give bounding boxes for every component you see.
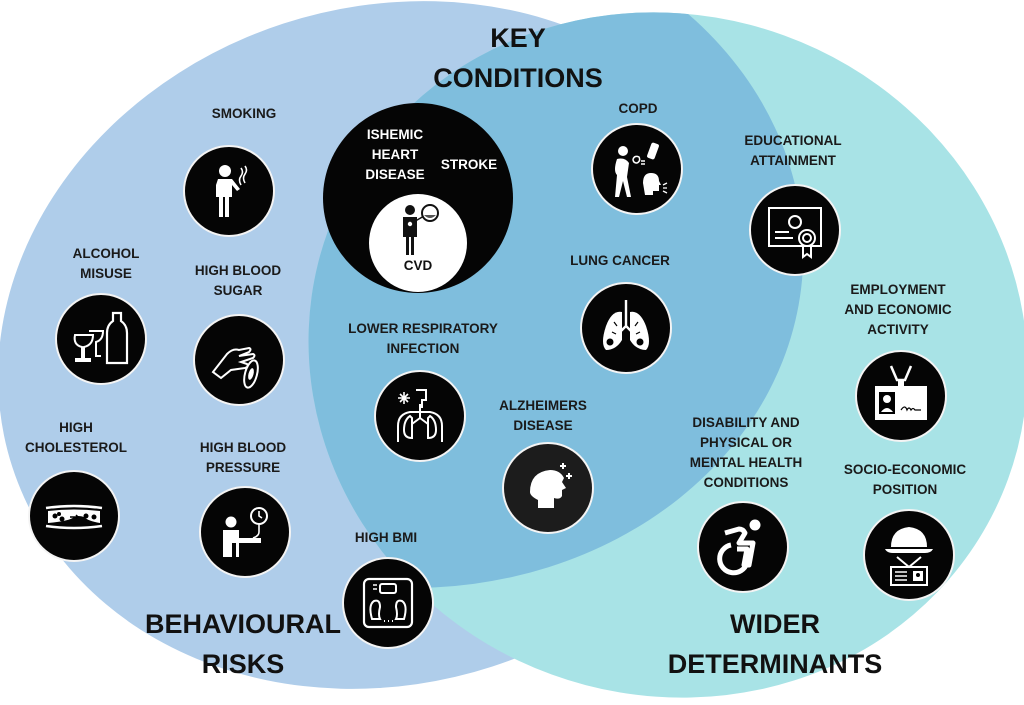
high-bmi-item [342, 557, 434, 649]
disability-label: DISABILITY AND PHYSICAL OR MENTAL HEALTH… [690, 413, 803, 493]
heading-line: BEHAVIOURAL [144, 609, 342, 639]
blood-pressure-icon [223, 507, 268, 557]
label-line: ATTAINMENT [750, 153, 836, 168]
brain-head-icon [530, 463, 572, 508]
lower-respiratory-infection-item [374, 370, 466, 462]
hardhat-icon [885, 527, 933, 586]
label-line: HIGH [59, 420, 93, 435]
label-line: POSITION [872, 482, 938, 497]
label-line: EMPLOYMENT [850, 282, 946, 297]
label-line: HIGH BMI [354, 530, 418, 545]
label-line: PHYSICAL OR [699, 435, 792, 450]
high-blood-pressure-label: HIGH BLOOD PRESSURE [200, 438, 286, 478]
heading-line: CONDITIONS [433, 63, 603, 93]
alzheimers-disease-item [502, 442, 594, 534]
high-cholesterol-label: HIGH CHOLESTEROL [25, 418, 127, 458]
label-line: DISEASE [513, 418, 573, 433]
label-line: MENTAL HEALTH [689, 455, 803, 470]
ihd-label: ISHEMIC HEART DISEASE [365, 125, 424, 185]
certificate-icon [768, 207, 822, 259]
employment-label: EMPLOYMENT AND ECONOMIC ACTIVITY [844, 280, 951, 340]
disability-item [697, 501, 789, 593]
stroke-label: STROKE [441, 155, 497, 175]
socio-economic-label: SOCIO-ECONOMIC POSITION [844, 460, 966, 500]
label-line: LUNG CANCER [570, 253, 670, 268]
label-line: ALCOHOL [72, 246, 140, 261]
cvd-inner-circle [369, 194, 467, 292]
label-line: ALZHEIMERS [499, 398, 587, 413]
label-line: LOWER RESPIRATORY [348, 321, 498, 336]
high-blood-sugar-item [193, 314, 285, 406]
key-conditions-heading: KEY CONDITIONS [433, 18, 603, 98]
artery-icon [45, 504, 103, 530]
label-line: SOCIO-ECONOMIC [843, 462, 967, 477]
heading-line: WIDER [730, 609, 820, 639]
smoking-item [183, 145, 275, 237]
label-line: HIGH BLOOD [194, 263, 282, 278]
lung-cancer-label: LUNG CANCER [570, 251, 670, 271]
employment-item [855, 350, 947, 442]
smoking-label: SMOKING [212, 104, 277, 124]
label-line: SUGAR [213, 283, 263, 298]
id-badge-icon [875, 365, 927, 420]
educational-attainment-item [749, 184, 841, 276]
label-line: CVD [403, 258, 433, 273]
alzheimers-disease-label: ALZHEIMERS DISEASE [499, 396, 587, 436]
label-line: PRESSURE [205, 460, 281, 475]
high-blood-sugar-label: HIGH BLOOD SUGAR [195, 261, 281, 301]
heading-line: RISKS [201, 649, 285, 679]
smoking-icon [216, 165, 248, 217]
label-line: HEART [371, 147, 419, 162]
alcohol-misuse-label: ALCOHOL MISUSE [73, 244, 140, 284]
high-bmi-label: HIGH BMI [355, 528, 417, 548]
alcohol-misuse-item [55, 293, 147, 385]
label-line: HIGH BLOOD [199, 440, 287, 455]
lung-cancer-item [580, 282, 672, 374]
label-line: ACTIVITY [867, 322, 929, 337]
scale-icon [362, 577, 414, 629]
heading-line: DETERMINANTS [667, 649, 883, 679]
inhaler-icon [615, 142, 668, 197]
label-line: EDUCATIONAL [744, 133, 842, 148]
label-line: STROKE [440, 157, 498, 172]
socio-economic-item [863, 509, 955, 601]
behavioural-risks-heading: BEHAVIOURAL RISKS [145, 604, 341, 684]
label-line: DISABILITY AND [692, 415, 800, 430]
heart-patient-icon [403, 204, 439, 255]
wheelchair-icon [717, 519, 761, 576]
label-line: DISEASE [365, 167, 425, 182]
wider-determinants-heading: WIDER DETERMINANTS [668, 604, 883, 684]
copd-label: COPD [618, 99, 657, 119]
lower-respiratory-infection-label: LOWER RESPIRATORY INFECTION [348, 319, 498, 359]
educational-attainment-label: EDUCATIONAL ATTAINMENT [744, 131, 841, 171]
high-blood-pressure-item [199, 486, 291, 578]
label-line: AND ECONOMIC [844, 302, 952, 317]
label-line: MISUSE [80, 266, 132, 281]
cvd-label: CVD [404, 256, 433, 276]
label-line: SMOKING [211, 106, 277, 121]
label-line: COPD [618, 101, 658, 116]
label-line: INFECTION [386, 341, 460, 356]
label-line: CHOLESTEROL [24, 440, 128, 455]
lungs-icon [603, 300, 649, 350]
copd-item [591, 123, 683, 215]
high-cholesterol-item [28, 470, 120, 562]
blood-sugar-icon [211, 346, 259, 389]
heading-line: KEY [490, 23, 546, 53]
label-line: CONDITIONS [703, 475, 789, 490]
respiratory-icon [397, 389, 443, 442]
label-line: ISHEMIC [366, 127, 424, 142]
alcohol-icon [73, 311, 129, 365]
